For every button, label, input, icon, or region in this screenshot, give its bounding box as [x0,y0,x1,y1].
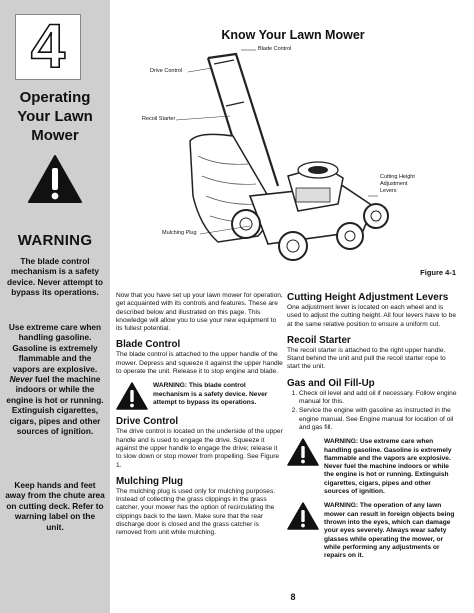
mulching-plug-heading: Mulching Plug [116,475,183,487]
recoil-starter-heading: Recoil Starter [287,334,351,346]
list-item: Service the engine with gasoline as inst… [299,407,457,432]
sidebar-warning-chute: Keep hands and feet away from the chute … [5,480,105,532]
blade-control-text: The blade control is attached to the upp… [116,351,283,376]
left-column: Now that you have set up your lawn mower… [116,292,283,538]
chapter-number-box: 4 [15,14,81,80]
gas-oil-steps: Check oil level and add oil if necessary… [287,390,457,432]
warning-triangle-icon [287,502,319,531]
warning-triangle-icon [287,438,319,467]
sidebar-warning-gasoline: Use extreme care when handling gasoline.… [6,322,104,437]
intro-paragraph: Now that you have set up your lawn mower… [116,292,283,333]
page-number: 8 [290,592,296,602]
figure-label-blade-control: Blade Control [258,46,292,52]
gas-oil-heading: Gas and Oil Fill-Up [287,377,375,389]
figure-label-cutting-height: Cutting Height Adjustment Levers [380,174,415,194]
list-item: Check oil level and add oil if necessary… [299,390,457,407]
warning-heading: WARNING [17,232,93,249]
gasoline-warning-text: WARNING: Use extreme care when handling … [324,438,452,496]
blade-control-warning-text: WARNING: This blade control mechanism is… [153,382,268,406]
page-title: Know Your Lawn Mower [221,28,365,42]
warning-triangle-icon [116,382,148,411]
warning-triangle-icon [28,155,82,203]
eye-safety-warning-text: WARNING: The operation of any lawn mower… [324,502,455,560]
figure-label-recoil-starter: Recoil Starter [142,116,176,122]
cutting-height-text: One adjustment lever is located on each … [287,304,456,328]
chapter-number: 4 [30,12,66,81]
figure-caption: Figure 4-1 [420,268,456,277]
mulching-plug-text: The mulching plug is used only for mulch… [116,487,276,537]
gasoline-warning: WARNING: Use extreme care when handling … [287,438,457,496]
lawn-mower-figure: Blade Control Drive Control Recoil Start… [138,46,448,266]
right-column: Cutting Height Adjustment Levers One adj… [287,292,457,566]
chapter-title: Operating Your Lawn Mower [17,89,93,144]
drive-control-text: The drive control is located on the unde… [116,428,283,469]
blade-control-warning: WARNING: This blade control mechanism is… [116,382,283,411]
recoil-starter-text: The recoil starter is attached to the ri… [287,346,446,371]
blade-control-heading: Blade Control [116,339,181,351]
lawn-mower-illustration [175,49,389,261]
sidebar: 4 Operating Your Lawn Mower WARNING The … [0,0,110,613]
figure-label-drive-control: Drive Control [150,68,183,74]
sidebar-warning-blade: The blade control mechanism is a safety … [7,256,103,298]
drive-control-heading: Drive Control [116,416,179,428]
cutting-height-heading: Cutting Height Adjustment Levers [287,292,449,303]
figure-label-mulching-plug: Mulching Plug [162,230,197,236]
eye-safety-warning: WARNING: The operation of any lawn mower… [287,502,457,560]
